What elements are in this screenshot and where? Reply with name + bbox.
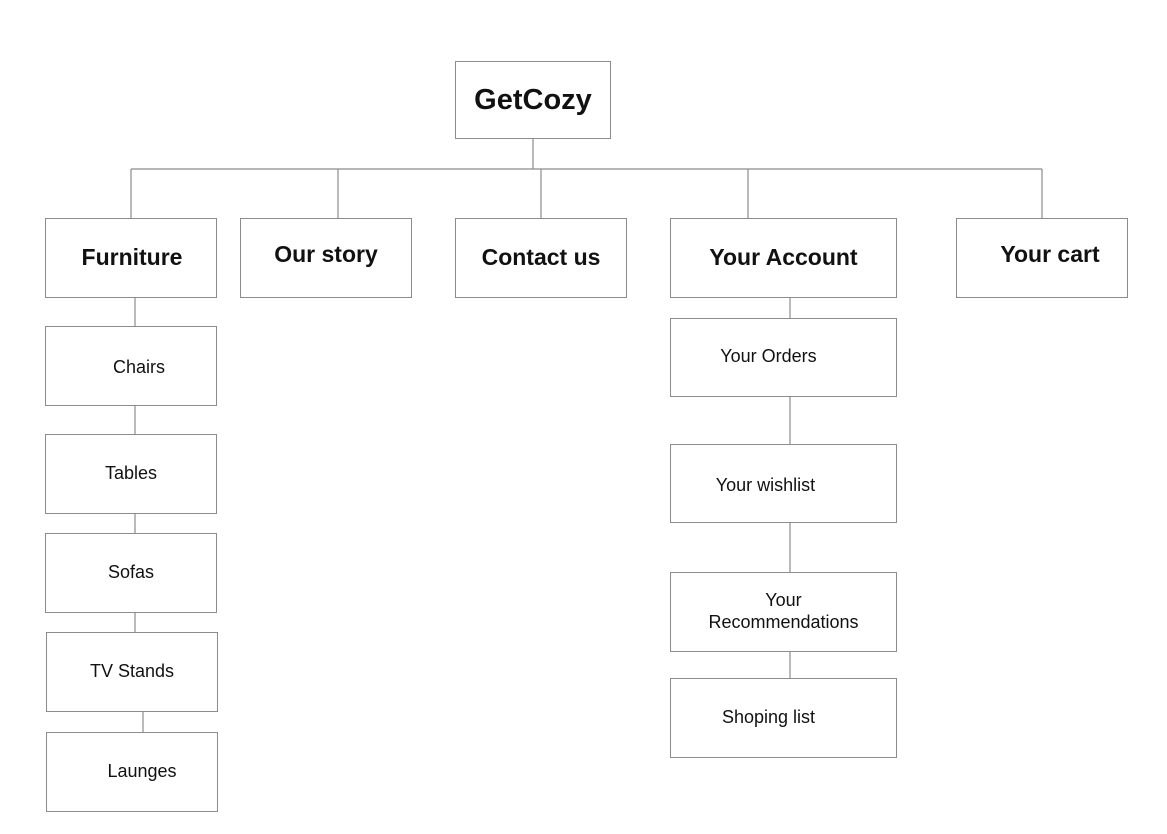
node-getcozy[interactable]: GetCozy	[455, 61, 611, 139]
node-launges[interactable]: Launges	[46, 732, 218, 812]
node-your-account[interactable]: Your Account	[670, 218, 897, 298]
node-sofas[interactable]: Sofas	[45, 533, 217, 613]
node-label: Your cart	[1000, 241, 1100, 268]
node-contact-us[interactable]: Contact us	[455, 218, 627, 298]
node-your-orders[interactable]: Your Orders	[670, 318, 897, 397]
node-furniture[interactable]: Furniture	[45, 218, 217, 298]
node-label: TV Stands	[89, 661, 175, 682]
node-label: Launges	[107, 761, 177, 782]
node-label: Furniture	[81, 244, 183, 271]
node-label: Your wishlist	[715, 474, 816, 495]
node-label: Our story	[274, 241, 378, 268]
node-label: GetCozy	[474, 83, 592, 116]
node-your-wishlist[interactable]: Your wishlist	[670, 444, 897, 523]
node-our-story[interactable]: Our story	[240, 218, 412, 298]
node-label: Shoping list	[721, 707, 816, 728]
node-label: Sofas	[107, 562, 155, 583]
node-label: Your Recommendations	[708, 590, 859, 632]
node-your-cart[interactable]: Your cart	[956, 218, 1128, 298]
node-your-recommendations[interactable]: Your Recommendations	[670, 572, 897, 652]
node-shoping-list[interactable]: Shoping list	[670, 678, 897, 758]
node-label: Tables	[104, 463, 158, 484]
node-label: Contact us	[481, 244, 601, 271]
node-tv-stands[interactable]: TV Stands	[46, 632, 218, 712]
node-label: Chairs	[112, 357, 165, 378]
node-chairs[interactable]: Chairs	[45, 326, 217, 406]
node-tables[interactable]: Tables	[45, 434, 217, 514]
node-label: Your Orders	[720, 345, 817, 366]
node-label: Your Account	[709, 244, 858, 271]
